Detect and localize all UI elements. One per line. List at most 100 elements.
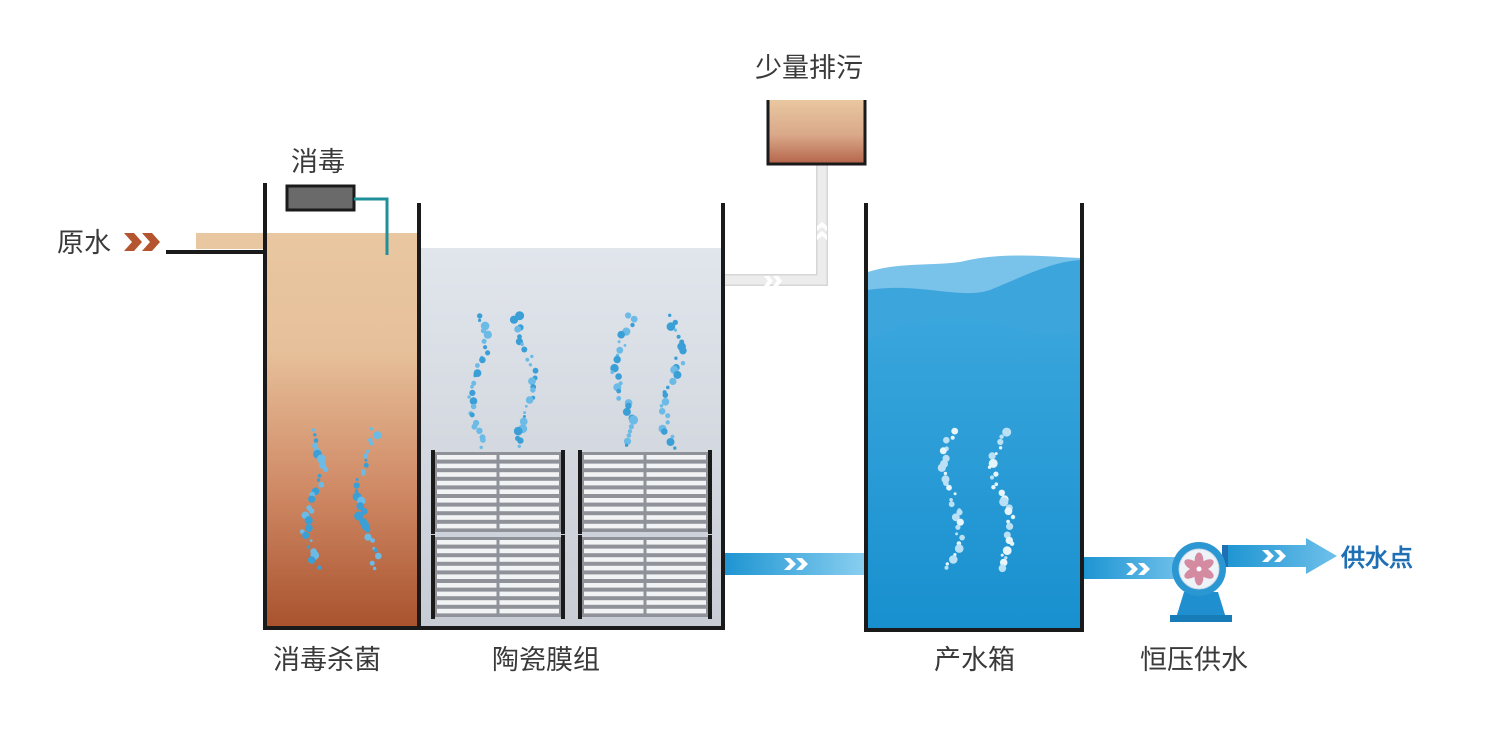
bubble-icon xyxy=(623,437,632,445)
disinfection-tank-label: 消毒杀菌 xyxy=(273,645,381,676)
bubble-icon xyxy=(680,361,686,366)
raw-water-label: 原水 xyxy=(57,228,111,259)
bubble-icon xyxy=(478,318,482,322)
bubble-icon xyxy=(317,473,322,478)
bubble-icon xyxy=(668,313,672,317)
bubble-icon xyxy=(360,507,368,515)
double-chevron-icon xyxy=(784,558,808,570)
bubble-icon xyxy=(624,443,629,447)
dosing-pipe xyxy=(354,197,389,255)
bubble-icon xyxy=(610,370,614,375)
bubble-icon xyxy=(987,465,992,469)
bubble-icon xyxy=(525,357,530,362)
bubble-icon xyxy=(622,407,631,416)
bubble-icon xyxy=(1009,541,1015,546)
bubble-icon xyxy=(467,395,471,399)
membrane-post xyxy=(708,450,712,534)
ceramic-membrane-tank xyxy=(417,203,725,630)
bubble-icon xyxy=(470,403,477,410)
bubble-icon xyxy=(369,441,374,446)
bubble-icon xyxy=(362,453,369,459)
bubble-icon xyxy=(471,423,478,430)
bubble-icon xyxy=(469,412,475,418)
bubble-icon xyxy=(306,545,311,549)
bubble-icon xyxy=(988,452,996,460)
bubble-icon xyxy=(951,513,960,522)
bubble-cluster xyxy=(299,427,382,571)
bubble-icon xyxy=(666,385,670,390)
bubble-icon xyxy=(308,508,315,514)
bubble-icon xyxy=(666,438,675,446)
bubble-icon xyxy=(469,389,476,396)
bubble-icon xyxy=(509,315,519,324)
sludge-tank-wall xyxy=(766,100,867,166)
bubble-icon xyxy=(305,524,313,532)
bubble-icon xyxy=(1006,522,1014,531)
bubble-icon xyxy=(954,544,964,553)
bubble-icon xyxy=(473,373,478,378)
bubble-icon xyxy=(674,356,678,360)
impeller-blade xyxy=(1184,559,1200,571)
bubble-icon xyxy=(361,469,366,474)
bubble-icon xyxy=(630,322,635,328)
bubble-icon xyxy=(372,566,377,571)
disinfection-dosing-device xyxy=(285,184,356,212)
bubble-icon xyxy=(665,413,671,419)
bubble-icon xyxy=(994,452,998,456)
bubble-icon xyxy=(470,384,474,389)
membrane-divider xyxy=(496,537,500,617)
bubble-icon xyxy=(479,356,486,364)
inlet-water-stream xyxy=(196,233,266,249)
bubble-icon xyxy=(989,475,995,480)
bubble-icon xyxy=(318,481,325,488)
bubble-icon xyxy=(519,417,528,426)
bubble-icon xyxy=(616,346,624,354)
disinfection-tank: 消毒 xyxy=(263,147,421,630)
bubble-icon xyxy=(366,449,370,454)
bubble-icon xyxy=(659,404,664,408)
bubble-icon xyxy=(373,431,382,440)
bubble-icon xyxy=(673,446,677,450)
bubble-icon xyxy=(322,466,329,473)
bubble-icon xyxy=(308,556,316,564)
bubble-icon xyxy=(530,354,534,359)
bubble-icon xyxy=(662,392,669,398)
bubble-icon xyxy=(312,442,319,449)
bubble-icon xyxy=(615,373,622,380)
sludge-discharge: 少量排污 xyxy=(725,53,867,286)
bubble-icon xyxy=(610,364,619,373)
bubble-icon xyxy=(517,437,524,444)
impeller-blade xyxy=(1198,567,1214,579)
bubble-icon xyxy=(944,565,949,570)
bubble-icon xyxy=(998,446,1003,450)
bubble-icon xyxy=(471,380,477,386)
bubble-icon xyxy=(993,471,999,477)
bubble-icon xyxy=(524,404,528,408)
disinfection-water xyxy=(266,233,418,626)
bubble-icon xyxy=(530,387,536,393)
bubble-icon xyxy=(998,564,1007,573)
membrane-post xyxy=(708,535,712,619)
bubble-cluster xyxy=(467,311,687,450)
bubble-icon xyxy=(956,509,963,516)
bubble-icon xyxy=(528,377,536,386)
bubble-icon xyxy=(999,497,1009,507)
impeller-hub xyxy=(1196,566,1202,572)
supply-point-label: 供水点 xyxy=(1340,544,1413,572)
sludge-discharge-label: 少量排污 xyxy=(755,53,863,84)
bubble-icon xyxy=(625,312,632,319)
bubble-icon xyxy=(625,402,632,410)
bubble-icon xyxy=(475,363,480,368)
bubble-icon xyxy=(520,342,524,347)
pump-base xyxy=(1176,592,1226,618)
bubble-icon xyxy=(943,480,949,487)
bubble-icon xyxy=(364,458,368,462)
bubble-icon xyxy=(521,346,528,353)
discharge-pipe xyxy=(725,164,827,285)
bubble-icon xyxy=(479,445,483,450)
bubble-icon xyxy=(483,330,492,339)
pump-foot xyxy=(1170,615,1232,622)
bubble-icon xyxy=(517,444,521,448)
bubble-icon xyxy=(369,427,373,431)
